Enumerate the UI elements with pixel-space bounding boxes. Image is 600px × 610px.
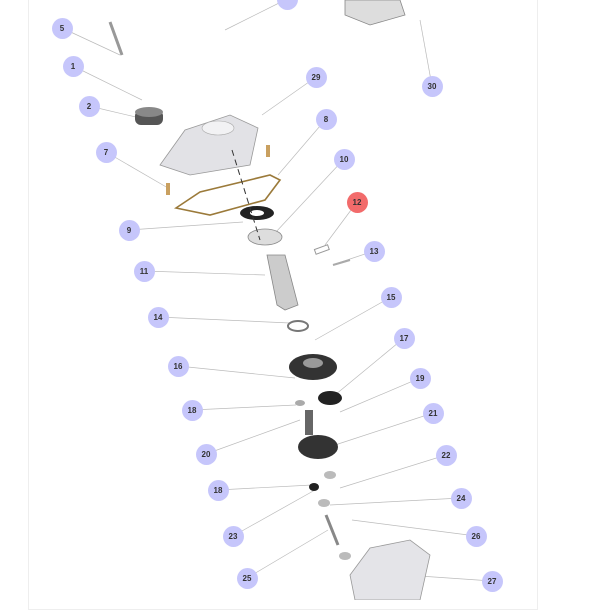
callout-9[interactable]: 9 [118, 219, 140, 241]
callout-10[interactable]: 10 [333, 148, 355, 170]
callout-26[interactable]: 26 [465, 525, 487, 547]
callout-21[interactable]: 21 [422, 402, 444, 424]
callout-23[interactable]: 23 [222, 525, 244, 547]
callout-16[interactable]: 16 [167, 355, 189, 377]
callout-27[interactable]: 27 [481, 570, 503, 592]
callout-30[interactable]: 30 [421, 75, 443, 97]
callout-25[interactable]: 25 [236, 567, 258, 589]
callout-18[interactable]: 18 [181, 399, 203, 421]
callout-7[interactable]: 7 [95, 141, 117, 163]
parts [108, 0, 431, 600]
callout-15[interactable]: 15 [380, 286, 402, 308]
callout-12[interactable]: 12 [346, 191, 368, 213]
callout-5[interactable]: 5 [51, 17, 73, 39]
callout-11[interactable]: 11 [133, 260, 155, 282]
callout-1[interactable]: 1 [62, 55, 84, 77]
callout-13[interactable]: 13 [363, 240, 385, 262]
callout-8[interactable]: 8 [315, 108, 337, 130]
callout-24[interactable]: 24 [450, 487, 472, 509]
callout-14[interactable]: 14 [147, 306, 169, 328]
leader-lines [61, 0, 493, 582]
callout-19[interactable]: 19 [409, 367, 431, 389]
callout-17[interactable]: 17 [393, 327, 415, 349]
callout-20[interactable]: 20 [195, 443, 217, 465]
callout-2[interactable]: 2 [78, 95, 100, 117]
callout-29[interactable]: 29 [305, 66, 327, 88]
callout-18[interactable]: 18 [207, 479, 229, 501]
callout-22[interactable]: 22 [435, 444, 457, 466]
callout-partial[interactable] [277, 0, 298, 10]
